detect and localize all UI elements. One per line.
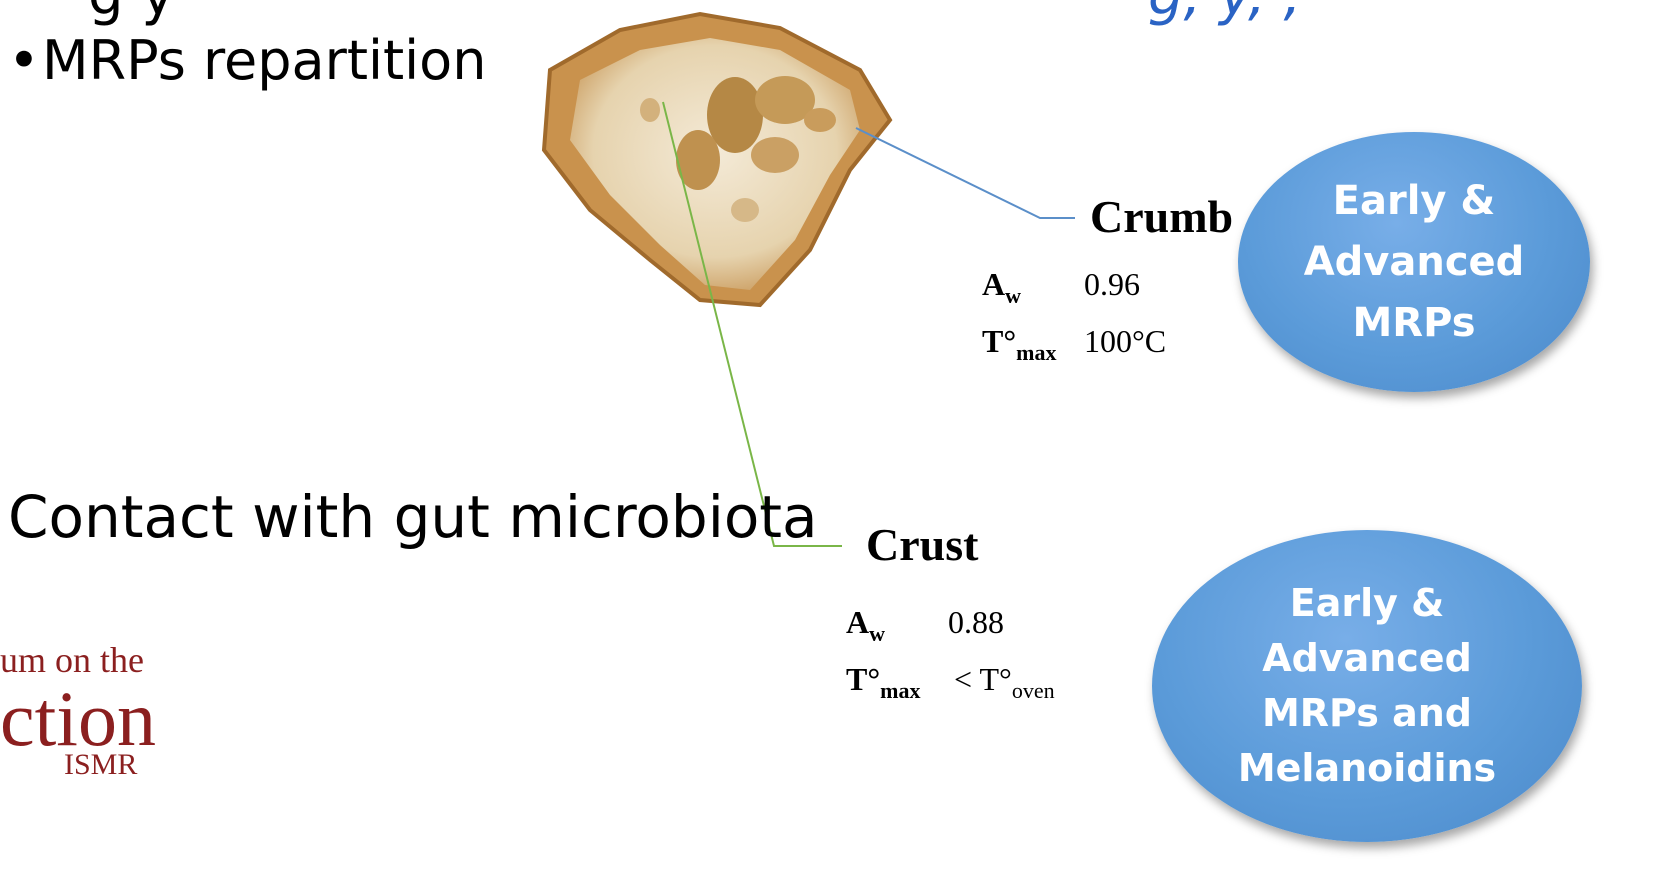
contact-text: Contact with gut microbiota — [8, 488, 818, 546]
crust-bubble-line-4: Melanoidins — [1152, 741, 1582, 796]
logo-line-3: ISMR — [64, 750, 137, 780]
crust-aw-symbol: Aw — [846, 606, 885, 645]
crumb-label: Crumb — [1090, 194, 1233, 240]
crust-bubble-line-1: Early & — [1152, 576, 1582, 631]
crust-mrp-bubble: Early & Advanced MRPs and Melanoidins — [1152, 530, 1582, 842]
crumb-bubble-line-1: Early & — [1238, 171, 1590, 232]
crumb-aw-symbol: Aw — [982, 268, 1021, 307]
logo-line-1: um on the — [0, 642, 144, 678]
crust-bubble-line-2: Advanced — [1152, 631, 1582, 686]
crust-bubble-line-3: MRPs and — [1152, 686, 1582, 741]
crumb-aw-value: 0.96 — [1084, 268, 1140, 300]
crumb-mrp-bubble: Early & Advanced MRPs — [1238, 132, 1590, 392]
crumb-bubble-line-3: MRPs — [1238, 293, 1590, 354]
crust-connector — [663, 102, 842, 546]
crumb-tmax-symbol: T°max — [982, 325, 1056, 364]
logo-line-2: ction — [0, 680, 156, 758]
crust-tmax-value: < T°oven — [954, 663, 1055, 702]
crust-tmax-symbol: T°max — [846, 663, 920, 702]
crumb-bubble-line-2: Advanced — [1238, 232, 1590, 293]
crumb-connector — [856, 128, 1075, 218]
crust-label: Crust — [866, 522, 978, 568]
crumb-tmax-value: 100°C — [1084, 325, 1166, 357]
crust-aw-value: 0.88 — [948, 606, 1004, 638]
